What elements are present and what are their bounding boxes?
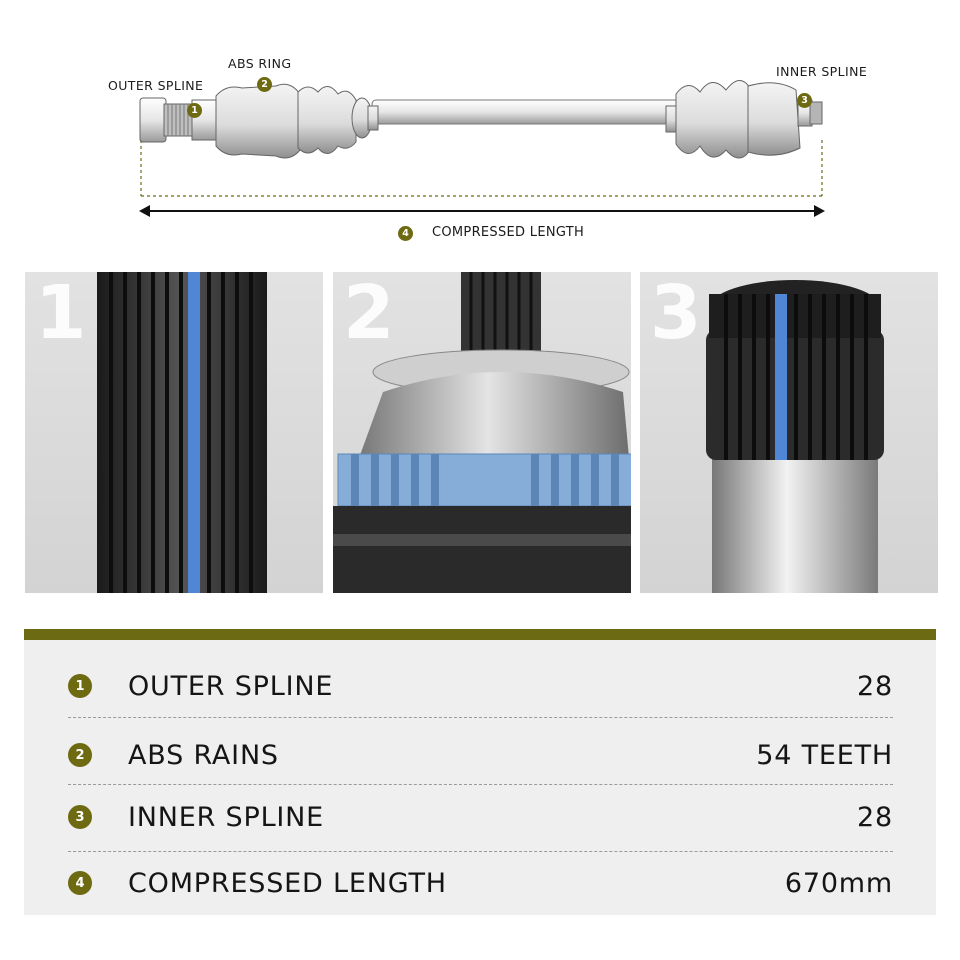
panel-abs-ring: 2 — [333, 272, 631, 593]
panel-outer-spline: 1 — [25, 272, 323, 593]
row-value: 28 — [857, 670, 893, 702]
inner-cv-boot — [665, 80, 823, 159]
row-label: COMPRESSED LENGTH — [128, 867, 447, 899]
axle-diagram: OUTER SPLINE ABS RING INNER SPLINE 1 2 3… — [0, 0, 960, 262]
row-divider — [68, 717, 893, 718]
compressed-length-label: COMPRESSED LENGTH — [432, 225, 585, 240]
outer-spline-end — [139, 97, 217, 143]
spec-table: 1 OUTER SPLINE 28 2 ABS RAINS 54 TEETH 3… — [24, 629, 936, 915]
row-divider — [68, 851, 893, 852]
abs-ring-label: ABS RING — [228, 56, 292, 71]
row-divider — [68, 784, 893, 785]
outer-spline-label: OUTER SPLINE — [108, 78, 204, 93]
row-value: 28 — [857, 801, 893, 833]
callout-badge-3: 3 — [797, 93, 812, 108]
spec-row-inner-spline: 3 INNER SPLINE 28 — [68, 786, 893, 848]
panel-number: 1 — [35, 272, 87, 356]
callout-badge-4: 4 — [398, 226, 413, 241]
row-value: 54 TEETH — [756, 739, 893, 771]
row-badge: 3 — [68, 805, 92, 829]
row-label: INNER SPLINE — [128, 801, 325, 833]
panel-inner-spline: 3 — [640, 272, 938, 593]
row-badge: 2 — [68, 743, 92, 767]
outer-spline-photo — [97, 272, 267, 593]
row-label: ABS RAINS — [128, 739, 279, 771]
spec-row-compressed-length: 4 COMPRESSED LENGTH 670mm — [68, 852, 893, 914]
callout-badge-2: 2 — [257, 77, 272, 92]
row-badge: 1 — [68, 674, 92, 698]
spec-row-abs-rains: 2 ABS RAINS 54 TEETH — [68, 724, 893, 786]
row-label: OUTER SPLINE — [128, 670, 334, 702]
inner-spline-photo — [706, 280, 884, 593]
panel-number: 3 — [650, 272, 702, 356]
length-arrow — [139, 205, 825, 217]
callout-badge-1: 1 — [187, 103, 202, 118]
panel-number: 2 — [343, 272, 395, 356]
inner-spline-label: INNER SPLINE — [776, 64, 868, 79]
spec-row-outer-spline: 1 OUTER SPLINE 28 — [68, 655, 893, 717]
row-value: 670mm — [784, 867, 893, 899]
abs-ring-photo — [333, 272, 631, 593]
axle-illustration — [139, 80, 825, 217]
outer-cv-boot — [215, 83, 379, 159]
row-badge: 4 — [68, 871, 92, 895]
